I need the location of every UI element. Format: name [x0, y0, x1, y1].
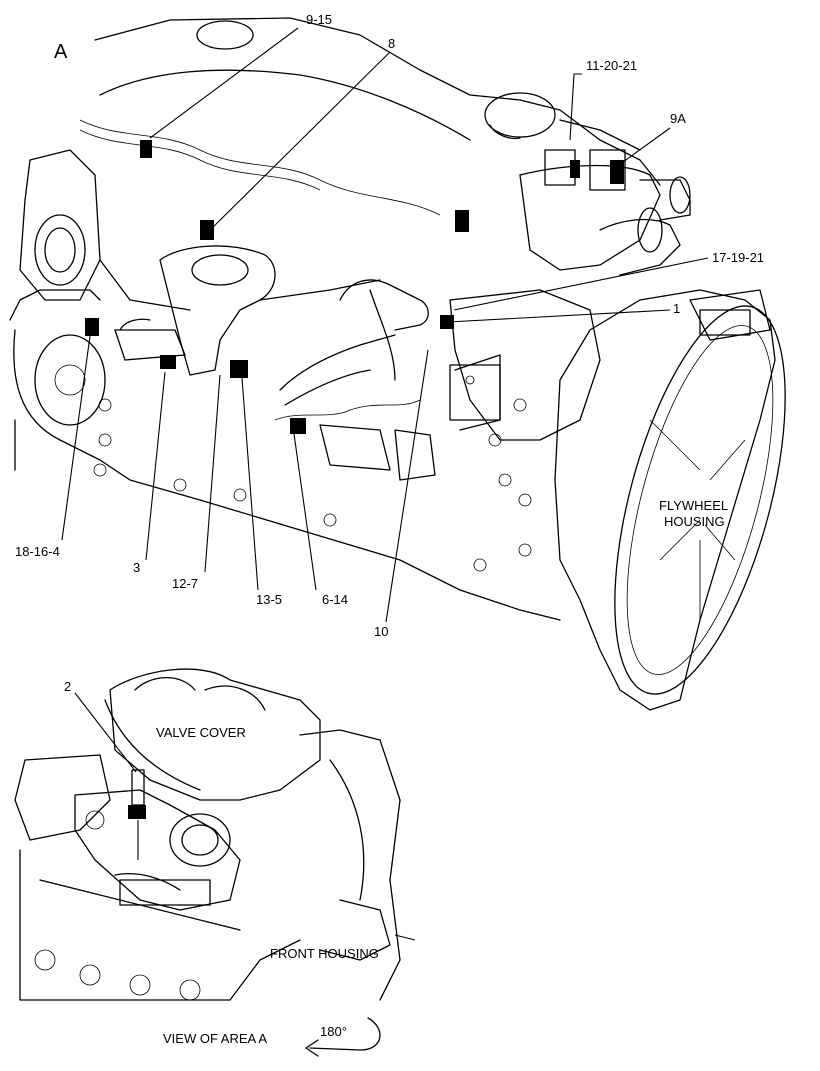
leader-lines [61, 27, 709, 623]
thermostat-housing [159, 245, 276, 376]
view-caption: VIEW OF AREA A [163, 1031, 267, 1046]
detail-view-a: 2 VALVE COVER FRONT HOUSING [14, 668, 416, 1001]
flywheel-label-line2: HOUSING [664, 514, 725, 529]
callout-10: 10 [374, 624, 388, 639]
rotation-label: 180° [320, 1024, 347, 1039]
block-bolts [93, 398, 532, 572]
block-lower-edge [99, 459, 561, 621]
flywheel-housing-drawing [554, 289, 786, 711]
engine-top-outline [94, 17, 661, 186]
callout-9a: 9A [670, 111, 686, 126]
engine-main-view [9, 17, 786, 711]
callout-17-19-21: 17-19-21 [712, 250, 764, 265]
callout-labels: A 9-15 8 11-20-21 9A 17-19-21 1 18-16-4 … [15, 12, 764, 639]
front-cover [19, 149, 101, 301]
callout-12-7: 12-7 [172, 576, 198, 591]
callout-3: 3 [133, 560, 140, 575]
flywheel-label-line1: FLYWHEEL [659, 498, 728, 513]
callout-9-15: 9-15 [306, 12, 332, 27]
view-marker-a: A [54, 41, 68, 63]
valve-cover-label: VALVE COVER [156, 725, 246, 740]
callout-6-14: 6-14 [322, 592, 348, 607]
callout-18-16-4: 18-16-4 [15, 544, 60, 559]
callout-8: 8 [388, 36, 395, 51]
view-caption-group: VIEW OF AREA A 180° [163, 1017, 381, 1057]
callout-13-5: 13-5 [256, 592, 282, 607]
callout-11-20-21: 11-20-21 [586, 58, 637, 73]
callout-2: 2 [64, 679, 71, 694]
rotation-arrow-icon [309, 1017, 381, 1051]
valve-cover-ridge [99, 69, 471, 141]
front-housing-label: FRONT HOUSING [270, 946, 379, 961]
sensor-fittings [85, 140, 624, 434]
callout-1: 1 [673, 301, 680, 316]
